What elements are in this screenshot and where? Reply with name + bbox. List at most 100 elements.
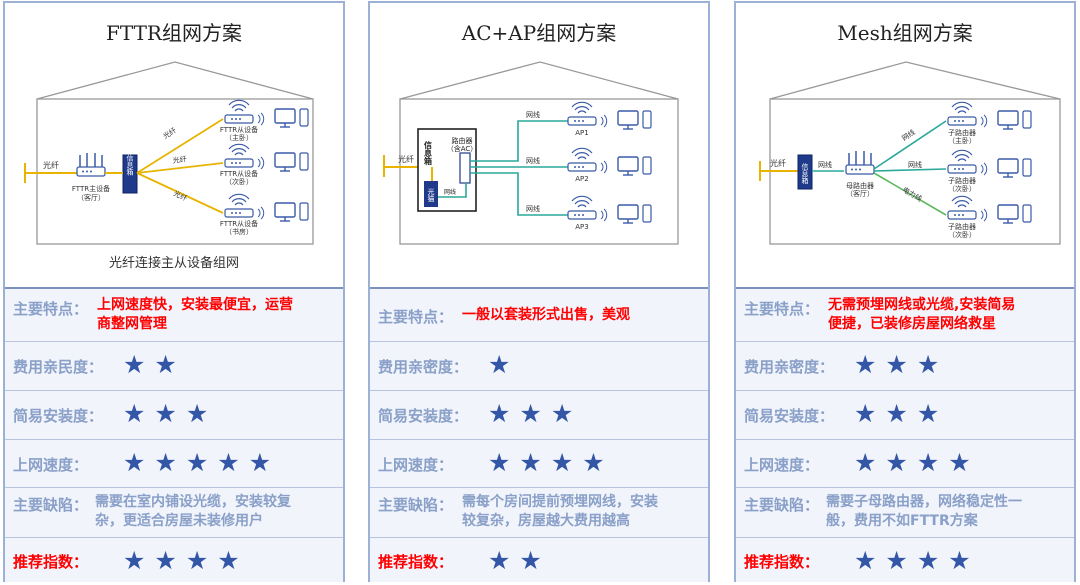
client-device-icon bbox=[997, 204, 1032, 224]
client-device-icon bbox=[617, 110, 652, 130]
eth-link-2 bbox=[873, 168, 947, 172]
drawback-label: 主要缺陷： bbox=[744, 496, 820, 514]
drawback-text: 需要在室内铺设光缆，安装较复 杂，更适合房屋未装修用户 bbox=[95, 493, 291, 531]
acap-diagram: 光纤 信息箱 路由器 （含AC） 光猫 网线 网线 网线 网线 AP1 AP2 … bbox=[378, 55, 702, 255]
client-device-icon bbox=[617, 156, 652, 176]
link-label-1: 网线 bbox=[526, 110, 540, 119]
node-1-label: FTTR从设备 bbox=[220, 125, 258, 134]
speed-label: 上网速度： bbox=[744, 456, 820, 474]
powerline-link bbox=[873, 172, 947, 216]
link-label-1: 网线 bbox=[900, 127, 917, 142]
ease-row: 简易安装度： ★★★ bbox=[370, 390, 708, 439]
features-line: 无需预埋网线或光缆,安装简易 bbox=[828, 297, 1016, 313]
mesh-node-2-icon bbox=[947, 149, 988, 176]
drawback-row: 主要缺陷： 需要子母路由器，网络稳定性一 般，费用不如FTTR方案 bbox=[736, 487, 1074, 537]
house-roof bbox=[399, 61, 679, 100]
client-device-icon bbox=[997, 110, 1032, 130]
router-label: 路由器 bbox=[452, 136, 473, 145]
recommend-row: 推荐指数： ★★★★ bbox=[5, 537, 343, 582]
panel-title: FTTR组网方案 bbox=[106, 21, 242, 45]
drawback-line: 需要子母路由器，网络稳定性一 bbox=[826, 494, 1022, 510]
node-1-label: 子路由器 bbox=[948, 128, 976, 137]
panel-title: Mesh组网方案 bbox=[837, 21, 973, 45]
features-line: 便捷，已装修房屋网络救星 bbox=[828, 316, 996, 332]
drawback-row: 主要缺陷： 需要在室内铺设光缆，安装较复 杂，更适合房屋未装修用户 bbox=[5, 487, 343, 537]
ap-2-icon bbox=[567, 147, 608, 174]
cost-stars: ★★★ bbox=[854, 350, 949, 379]
features-line: 商整网管理 bbox=[97, 316, 167, 332]
ease-label: 简易安装度： bbox=[378, 407, 469, 425]
cost-label: 费用亲密度： bbox=[744, 358, 835, 376]
drawback-text: 需要子母路由器，网络稳定性一 般，费用不如FTTR方案 bbox=[826, 493, 1022, 531]
main-device-label: FTTR主设备 bbox=[72, 184, 110, 193]
node-2-room: （次卧） bbox=[225, 177, 253, 186]
drawback-line: 需每个房间提前预埋网线，安装 bbox=[462, 494, 658, 510]
recommend-label: 推荐指数： bbox=[744, 553, 820, 571]
features-row: 主要特点： 上网速度快，安装最便宜，运营 商整网管理 bbox=[5, 287, 343, 341]
ease-row: 简易安装度： ★★★ bbox=[736, 390, 1074, 439]
panel-title: AC+AP组网方案 bbox=[461, 21, 617, 45]
fttr-panel: FTTR组网方案 光纤 FTTR主设备 （客厅） 信息箱 光纤 光纤 光纤 FT… bbox=[3, 1, 345, 582]
speed-stars: ★★★★ bbox=[488, 448, 614, 477]
ap-1-label: AP1 bbox=[575, 129, 588, 137]
main-device-room: （客厅） bbox=[77, 193, 105, 202]
fttr-diagram: 光纤 FTTR主设备 （客厅） 信息箱 光纤 光纤 光纤 FTTR从设备 （主卧… bbox=[13, 55, 337, 255]
ap-1-icon bbox=[567, 101, 608, 128]
node-2-room: （次卧） bbox=[948, 184, 976, 193]
link-label-2: 光纤 bbox=[172, 154, 187, 165]
drawback-line: 需要在室内铺设光缆，安装较复 bbox=[95, 494, 291, 510]
speed-row: 上网速度： ★★★★ bbox=[736, 439, 1074, 487]
eth-link-3 bbox=[470, 172, 568, 216]
recommend-label: 推荐指数： bbox=[13, 553, 89, 571]
client-device-icon bbox=[274, 108, 309, 128]
client-device-icon bbox=[997, 158, 1032, 178]
recommend-row: 推荐指数： ★★★★ bbox=[736, 537, 1074, 582]
ease-label: 简易安装度： bbox=[13, 407, 104, 425]
cost-stars: ★ bbox=[488, 350, 520, 379]
ap-2-label: AP2 bbox=[575, 175, 588, 183]
info-box-label: 信息箱 bbox=[126, 154, 134, 177]
fttr-node-1-icon bbox=[224, 99, 265, 126]
features-row: 主要特点： 一般以套装形式出售，美观 bbox=[370, 287, 708, 341]
info-box-label: 信息箱 bbox=[801, 162, 809, 185]
info-box bbox=[797, 154, 813, 190]
recommend-stars: ★★★★ bbox=[854, 546, 980, 575]
main-router-room: （客厅） bbox=[846, 189, 874, 198]
cost-row: 费用亲民度： ★★ bbox=[5, 341, 343, 390]
info-box-label: 信息箱 bbox=[424, 140, 433, 166]
features-line: 上网速度快，安装最便宜，运营 bbox=[97, 297, 293, 313]
mesh-node-1-icon bbox=[947, 101, 988, 128]
eth-link-1 bbox=[873, 120, 947, 170]
diagram-caption: 光纤连接主从设备组网 bbox=[108, 256, 239, 271]
speed-row: 上网速度： ★★★★★ bbox=[5, 439, 343, 487]
client-device-icon bbox=[274, 152, 309, 172]
drawback-label: 主要缺陷： bbox=[378, 496, 454, 514]
recommend-stars: ★★★★ bbox=[123, 546, 249, 575]
house-roof bbox=[769, 61, 1061, 100]
recommend-row: 推荐指数： ★★ bbox=[370, 537, 708, 582]
link-label-2: 网线 bbox=[908, 160, 922, 169]
acap-panel: AC+AP组网方案 光纤 信息箱 路由器 （含AC） 光猫 网线 网线 网线 网… bbox=[368, 1, 710, 582]
client-device-icon bbox=[274, 202, 309, 222]
recommend-label: 推荐指数： bbox=[378, 553, 454, 571]
fiber-label: 光纤 bbox=[770, 158, 786, 168]
router-label-sub: （含AC） bbox=[447, 144, 478, 153]
link-label-3: 网线 bbox=[526, 204, 540, 213]
node-3-label: FTTR从设备 bbox=[220, 219, 258, 228]
link-label-3: 电力线 bbox=[901, 185, 924, 203]
link-label-2: 网线 bbox=[526, 156, 540, 165]
drawback-line: 杂，更适合房屋未装修用户 bbox=[95, 513, 263, 529]
fiber-label: 光纤 bbox=[43, 160, 59, 170]
ac-router-icon bbox=[459, 152, 471, 184]
link-label-1: 光纤 bbox=[161, 126, 178, 141]
cable-label: 网线 bbox=[818, 160, 832, 169]
house-wall bbox=[36, 98, 314, 245]
node-2-label: FTTR从设备 bbox=[220, 169, 258, 178]
features-label: 主要特点： bbox=[13, 300, 89, 318]
mesh-panel: Mesh组网方案 光纤 信息箱 网线 母路由器 （客厅） 网线 网线 电力线 子… bbox=[734, 1, 1076, 582]
drawback-line: 般，费用不如FTTR方案 bbox=[826, 513, 978, 529]
link-label-3: 光纤 bbox=[172, 189, 188, 203]
modem-label: 光猫 bbox=[427, 187, 435, 203]
speed-stars: ★★★★ bbox=[854, 448, 980, 477]
drawback-text: 需每个房间提前预埋网线，安装 较复杂，房屋越大费用越高 bbox=[462, 493, 658, 531]
